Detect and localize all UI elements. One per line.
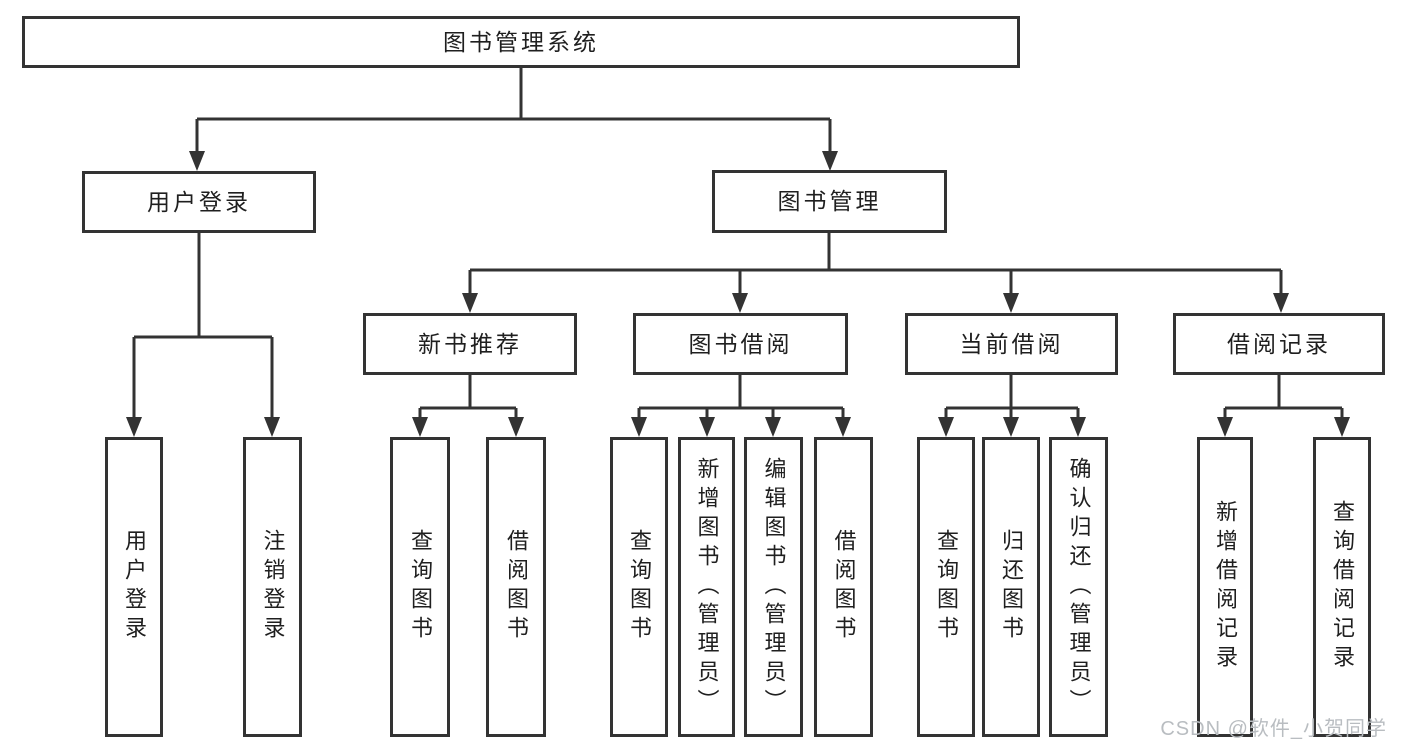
node-borrow-records: 借阅记录 <box>1173 313 1385 375</box>
leaf-query-books-borrow: 查询图书 <box>610 437 668 737</box>
node-user-login: 用户登录 <box>82 171 316 233</box>
node-root: 图书管理系统 <box>22 16 1020 68</box>
leaf-logout: 注销登录 <box>243 437 302 737</box>
node-book-borrow-label: 图书借阅 <box>688 330 793 357</box>
leaf-user-login-label: 用户登录 <box>122 529 147 645</box>
node-new-book-recommend-label: 新书推荐 <box>418 330 522 357</box>
leaf-add-borrow-record: 新增借阅记录 <box>1197 437 1253 737</box>
leaf-add-books-admin-label: 新增图书（管理员） <box>694 456 720 718</box>
leaf-borrow-books-label: 借阅图书 <box>831 529 857 645</box>
leaf-query-books-current-label: 查询图书 <box>934 529 959 645</box>
leaf-query-books-recommend: 查询图书 <box>390 437 450 737</box>
leaf-add-books-admin: 新增图书（管理员） <box>678 437 735 737</box>
node-user-login-label: 用户登录 <box>147 188 251 215</box>
leaf-user-login: 用户登录 <box>105 437 163 737</box>
leaf-return-books: 归还图书 <box>982 437 1040 737</box>
leaf-query-books-borrow-label: 查询图书 <box>627 529 652 645</box>
node-current-borrow-label: 当前借阅 <box>959 330 1064 357</box>
node-new-book-recommend: 新书推荐 <box>363 313 577 375</box>
node-book-management-label: 图书管理 <box>777 188 882 214</box>
node-book-borrow: 图书借阅 <box>633 313 848 375</box>
leaf-edit-books-admin-label: 编辑图书（管理员） <box>761 456 787 718</box>
node-book-management: 图书管理 <box>712 170 947 233</box>
node-borrow-records-label: 借阅记录 <box>1227 330 1331 357</box>
leaf-edit-books-admin: 编辑图书（管理员） <box>744 437 803 737</box>
leaf-borrow-books-recommend: 借阅图书 <box>486 437 546 737</box>
node-root-label: 图书管理系统 <box>443 28 599 55</box>
leaf-logout-label: 注销登录 <box>260 529 286 645</box>
leaf-query-books-current: 查询图书 <box>917 437 975 737</box>
watermark: CSDN @软件_小贺同学 <box>1160 718 1387 740</box>
leaf-borrow-books-recommend-label: 借阅图书 <box>504 529 529 645</box>
leaf-query-borrow-record: 查询借阅记录 <box>1313 437 1371 737</box>
leaf-confirm-return-admin: 确认归还（管理员） <box>1049 437 1108 737</box>
leaf-borrow-books: 借阅图书 <box>814 437 873 737</box>
leaf-confirm-return-admin-label: 确认归还（管理员） <box>1066 456 1092 718</box>
leaf-query-borrow-record-label: 查询借阅记录 <box>1330 500 1355 674</box>
leaf-query-books-recommend-label: 查询图书 <box>408 529 433 645</box>
leaf-return-books-label: 归还图书 <box>999 529 1024 645</box>
leaf-add-borrow-record-label: 新增借阅记录 <box>1213 500 1238 674</box>
node-current-borrow: 当前借阅 <box>905 313 1118 375</box>
